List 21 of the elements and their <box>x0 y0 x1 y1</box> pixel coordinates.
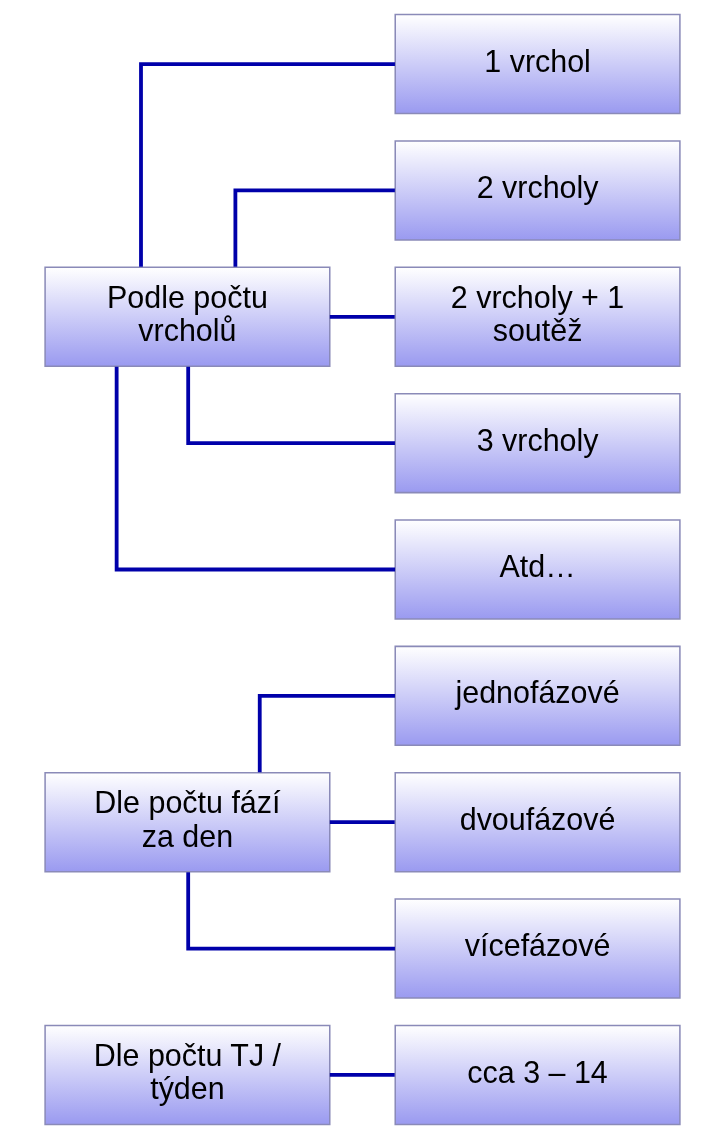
node-box: 2 vrcholy <box>394 140 681 241</box>
connector <box>329 820 395 825</box>
node-box: Dle počtu fází za den <box>44 771 331 873</box>
node-box: Podle počtu vrcholů <box>44 266 331 368</box>
connector <box>114 366 396 572</box>
node-box: jednofázové <box>394 645 681 747</box>
connector <box>186 366 395 446</box>
node-box: 3 vrcholy <box>394 392 681 494</box>
node-box: 2 vrcholy + 1 soutěž <box>394 266 681 368</box>
connector <box>329 314 395 319</box>
node-box: 1 vrchol <box>394 13 681 115</box>
connector <box>257 693 395 773</box>
connector <box>139 62 395 267</box>
connector <box>186 872 395 951</box>
node-box: dvoufázové <box>394 771 681 873</box>
node-box: Atd… <box>394 519 681 620</box>
connector <box>233 188 395 267</box>
node-box: vícefázové <box>394 898 681 999</box>
node-box: cca 3 – 14 <box>394 1024 681 1126</box>
node-box: Dle počtu TJ / týden <box>44 1024 331 1126</box>
connector <box>329 1073 395 1077</box>
